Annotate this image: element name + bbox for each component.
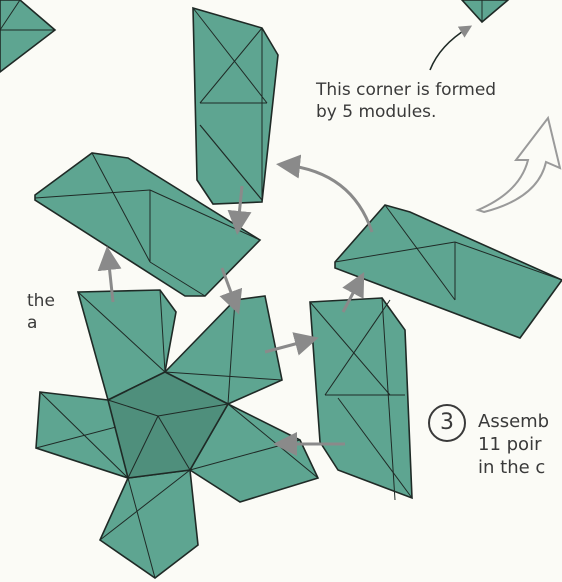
- arrow-down-center: [222, 268, 236, 306]
- step-line-3: in the c: [478, 456, 549, 479]
- step-line-2: 11 poir: [478, 433, 549, 456]
- callout-pointer: [430, 28, 468, 70]
- callout-line-2: by 5 modules.: [316, 101, 496, 123]
- left-note-line-1: the: [27, 290, 55, 312]
- five-module-star: [36, 290, 318, 578]
- module-vertical-right: [310, 298, 412, 500]
- partial-module-top-left: [0, 0, 55, 72]
- callout-line-1: This corner is formed: [316, 79, 496, 101]
- rotation-arrow: [478, 118, 560, 212]
- module-vertical-top: [193, 8, 278, 204]
- step-instruction: Assemb 11 poir in the c: [478, 410, 549, 479]
- arrow-curve-top: [285, 165, 372, 232]
- left-note-text: the a: [27, 290, 55, 334]
- step-number-badge: 3: [428, 404, 466, 442]
- corner-tip: [462, 0, 508, 22]
- step-line-1: Assemb: [478, 410, 549, 433]
- left-note-line-2: a: [27, 312, 55, 334]
- callout-text: This corner is formed by 5 modules.: [316, 79, 496, 123]
